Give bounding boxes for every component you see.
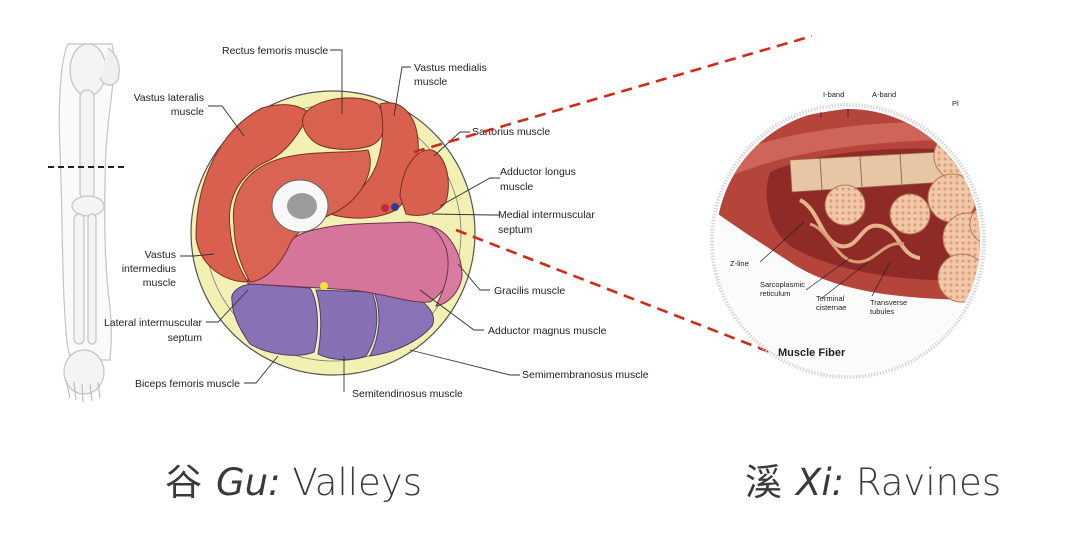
caption-gu-romanization: Gu:	[216, 461, 281, 504]
label-vastus-intermedius-l3: muscle	[143, 277, 176, 289]
caption-gu: 谷 Gu: Valleys	[165, 452, 422, 506]
caption-gu-character: 谷	[165, 461, 202, 504]
label-adductor-magnus: Adductor magnus muscle	[488, 325, 607, 337]
label-gracilis: Gracilis muscle	[494, 285, 565, 297]
muscle-fiber-magnification: I-band A-band Pl Z-line Sarcoplasmic ret…	[700, 90, 1010, 377]
label-semitendinosus: Semitendinosus muscle	[352, 388, 463, 400]
label-rectus-femoris: Rectus femoris muscle	[222, 45, 328, 57]
caption-xi-romanization: Xi:	[796, 461, 844, 504]
label-vastus-intermedius-l1: Vastus	[145, 249, 176, 261]
caption-gu-meaning: Valleys	[292, 461, 422, 504]
label-semimembranosus: Semimembranosus muscle	[522, 369, 649, 381]
label-vastus-lateralis-l1: Vastus lateralis	[134, 92, 204, 104]
femoral-artery	[381, 204, 389, 212]
label-i-band: I-band	[823, 90, 844, 99]
femur-marrow	[287, 193, 317, 219]
label-medial-intermuscular-l1: Medial intermuscular	[498, 209, 595, 221]
label-vastus-medialis-l1: Vastus medialis	[414, 62, 487, 74]
leg-skeleton-illustration	[59, 44, 119, 402]
thigh-cross-section	[191, 91, 475, 375]
caption-xi: 溪 Xi: Ravines	[745, 452, 1001, 506]
label-vastus-lateralis-l2: muscle	[171, 106, 204, 118]
label-lateral-intermuscular-l2: septum	[168, 332, 203, 344]
rectus-femoris-region	[303, 98, 384, 149]
label-transverse-l2: tubules	[870, 307, 894, 316]
label-pl: Pl	[952, 99, 959, 108]
label-sarcoplasmic-l2: reticulum	[760, 289, 790, 298]
label-adductor-longus-l1: Adductor longus	[500, 166, 576, 178]
label-terminal-l2: cisternae	[816, 303, 846, 312]
semitendinosus-region	[316, 290, 377, 360]
label-muscle-fiber-title: Muscle Fiber	[778, 347, 846, 359]
sciatic-nerve	[320, 282, 328, 290]
label-vastus-medialis-l2: muscle	[414, 76, 447, 88]
caption-xi-character: 溪	[745, 461, 782, 504]
label-lateral-intermuscular-l1: Lateral intermuscular	[104, 317, 203, 329]
label-transverse-l1: Transverse	[870, 298, 907, 307]
label-adductor-longus-l2: muscle	[500, 181, 533, 193]
femoral-vein	[391, 203, 399, 211]
label-biceps-femoris: Biceps femoris muscle	[135, 378, 240, 390]
label-medial-intermuscular-l2: septum	[498, 224, 533, 236]
label-vastus-intermedius-l2: intermedius	[122, 263, 176, 275]
label-terminal-l1: Terminal	[816, 294, 845, 303]
label-a-band: A-band	[872, 90, 896, 99]
caption-xi-meaning: Ravines	[856, 461, 1001, 504]
label-z-line: Z-line	[730, 259, 749, 268]
label-sarcoplasmic-l1: Sarcoplasmic	[760, 280, 805, 289]
